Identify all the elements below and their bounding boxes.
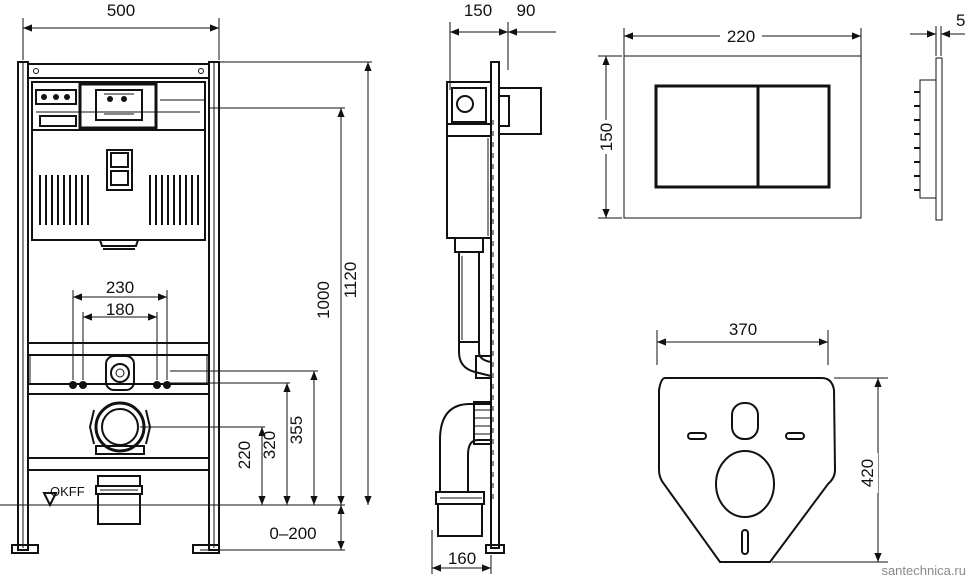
flush-plate-front: 220 150 bbox=[596, 26, 862, 219]
mat-inlet-hole bbox=[731, 402, 759, 440]
height-355-label: 355 bbox=[287, 416, 306, 444]
mat-width-label: 370 bbox=[729, 320, 757, 339]
water-inlet-connector bbox=[105, 355, 135, 391]
mat-outlet-hole bbox=[715, 450, 775, 518]
floor-label: OKFF bbox=[50, 484, 85, 499]
drain-connector-top bbox=[97, 475, 141, 487]
frame-width-label: 500 bbox=[107, 1, 135, 20]
bolt-hole-inner-right bbox=[153, 381, 161, 389]
mat-bolt-slot-right bbox=[785, 432, 805, 440]
mat-bolt-slot-left bbox=[687, 432, 707, 440]
adjust-range-label: 0–200 bbox=[269, 524, 316, 543]
floor-marker-triangle bbox=[42, 492, 58, 508]
plate-thickness-label: 5 bbox=[956, 11, 965, 30]
valve-block bbox=[78, 82, 158, 130]
plate-width-label: 220 bbox=[727, 27, 755, 46]
flush-buttons bbox=[654, 84, 831, 189]
side-upright bbox=[490, 61, 500, 549]
side-pipe-bend bbox=[458, 342, 492, 377]
side-drain bbox=[437, 503, 483, 537]
flush-pipe-outlet bbox=[99, 239, 139, 247]
bolt-spacing-inner-label: 180 bbox=[106, 300, 134, 319]
cistern-ribs-right bbox=[149, 175, 199, 225]
mat-outline bbox=[658, 377, 837, 563]
side-flush-pipe bbox=[458, 251, 480, 343]
height-320-label: 320 bbox=[260, 431, 279, 459]
plate-side-profile bbox=[935, 57, 943, 221]
top-rail bbox=[27, 63, 210, 79]
side-bottom-label: 160 bbox=[448, 549, 476, 568]
side-cistern bbox=[446, 81, 492, 239]
lower-cross-bar bbox=[27, 457, 210, 471]
side-button-housing bbox=[498, 87, 542, 135]
mat-drain-slot bbox=[741, 529, 749, 555]
side-waste-elbow bbox=[439, 403, 491, 492]
mat-height-label: 420 bbox=[858, 459, 877, 487]
side-depth-label: 150 bbox=[464, 1, 492, 20]
plate-height-label: 150 bbox=[597, 123, 616, 151]
height-1120-label: 1120 bbox=[341, 262, 360, 299]
flush-window bbox=[106, 149, 133, 191]
watermark: santechnica.ru bbox=[881, 563, 966, 578]
waste-outlet bbox=[94, 401, 146, 453]
bolt-hole-outer-left bbox=[69, 381, 77, 389]
cistern-ribs-left bbox=[39, 175, 89, 225]
height-1000-label: 1000 bbox=[314, 281, 333, 319]
flush-plate-side: 5 bbox=[910, 11, 965, 221]
left-foot bbox=[11, 544, 39, 554]
front-view-frame: 500 bbox=[0, 1, 372, 554]
side-offset-label: 90 bbox=[517, 1, 536, 20]
cistern-top bbox=[31, 81, 206, 131]
bolt-hole-outer-right bbox=[163, 381, 171, 389]
inlet-fitting bbox=[35, 89, 77, 105]
bolt-spacing-outer-label: 230 bbox=[106, 278, 134, 297]
drain-connector bbox=[97, 493, 141, 525]
height-220-label: 220 bbox=[235, 441, 254, 469]
side-view: 150 90 160 bbox=[431, 1, 556, 574]
upper-cross-bar bbox=[27, 342, 210, 356]
middle-cross-bar bbox=[27, 383, 210, 395]
right-foot bbox=[192, 544, 220, 554]
insulation-mat: 370 420 bbox=[656, 320, 888, 563]
flush-plate bbox=[623, 55, 862, 219]
bolt-hole-inner-left bbox=[79, 381, 87, 389]
